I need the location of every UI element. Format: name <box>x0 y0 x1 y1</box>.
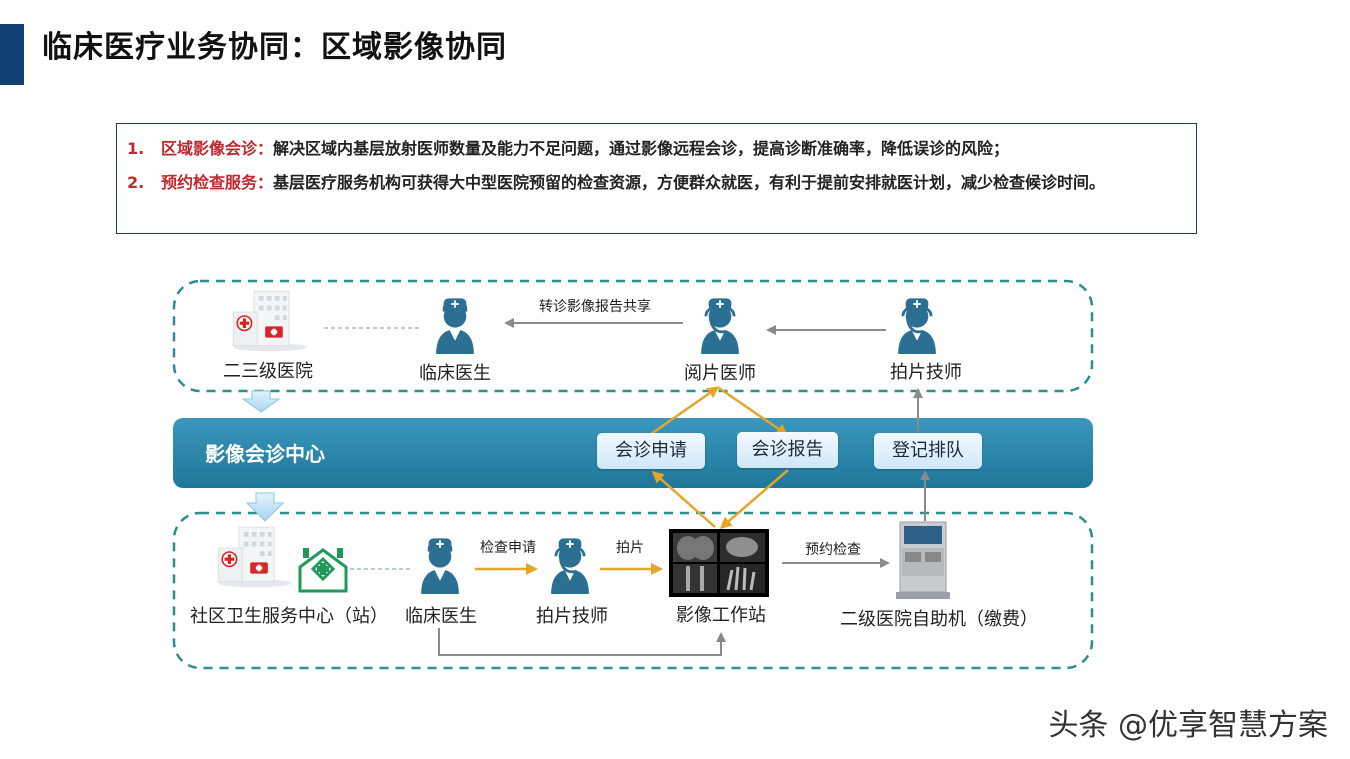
top-dashed-frame <box>172 279 1094 393</box>
report-to-workstation-arrow <box>719 469 789 529</box>
consultation-center-title: 影像会诊中心 <box>205 442 325 466</box>
imaging-workstation-icon <box>669 529 769 597</box>
request-to-reader-arrow <box>650 386 720 436</box>
workstation-to-request-arrow <box>651 471 716 528</box>
item-text: 基层医疗服务机构可获得大中型医院预留的检查资源，方便群众就医，有利于提前安排就医… <box>273 173 1106 192</box>
exam-request-label: 检查申请 <box>480 540 536 556</box>
community-center-icon <box>298 548 348 593</box>
item-text: 解决区域内基层放射医师数量及能力不足问题，通过影像远程会诊，提高诊断准确率，降低… <box>273 139 1010 158</box>
watermark: 头条 @优享智慧方案 <box>1048 708 1328 743</box>
reader-to-report-arrow <box>718 386 789 436</box>
item-number: 1. <box>127 139 145 158</box>
xray-label: 拍片 <box>616 540 644 556</box>
node-label-workstation: 影像工作站 <box>676 605 766 626</box>
kiosk-icon <box>896 521 950 599</box>
technician-icon <box>896 296 938 354</box>
summary-item-1: 1. 区域影像会诊：解决区域内基层放射医师数量及能力不足问题，通过影像远程会诊，… <box>127 132 1186 166</box>
hospital-icon <box>217 526 293 589</box>
node-label-clinical-doctor: 临床医生 <box>419 363 491 384</box>
summary-box: 1. 区域影像会诊：解决区域内基层放射医师数量及能力不足问题，通过影像远程会诊，… <box>116 123 1197 234</box>
technician-icon <box>549 536 591 594</box>
node-label-imaging-tech: 拍片技师 <box>890 362 962 383</box>
summary-item-2: 2. 预约检查服务：基层医疗服务机构可获得大中型医院预留的检查资源，方便群众就医… <box>127 166 1186 200</box>
down-arrow-icon <box>245 492 285 522</box>
item-body: 区域影像会诊：解决区域内基层放射医师数量及能力不足问题，通过影像远程会诊，提高诊… <box>161 132 1186 166</box>
node-label-reading-doctor: 阅片医师 <box>684 363 756 384</box>
register-queue-pill: 登记排队 <box>874 433 982 469</box>
bottom-dashed-frame <box>172 511 1094 670</box>
node-label-hospital: 二三级医院 <box>223 361 313 382</box>
item-term: 区域影像会诊： <box>161 139 274 158</box>
appointment-label: 预约检查 <box>805 542 861 558</box>
hospital-icon <box>232 290 308 352</box>
doctor-to-workstation-arrow <box>438 628 726 656</box>
title-accent-bar <box>0 24 24 85</box>
consult-request-pill: 会诊申请 <box>597 433 705 469</box>
node-label-community-center: 社区卫生服务中心（站） <box>190 606 388 627</box>
node-label-clinical-doctor: 临床医生 <box>405 606 477 627</box>
down-arrow-icon <box>241 390 281 413</box>
doctor-icon <box>436 298 474 354</box>
node-label-imaging-tech: 拍片技师 <box>536 606 608 627</box>
node-label-kiosk: 二级医院自助机（缴费） <box>840 609 1038 630</box>
reading-doctor-icon <box>699 296 741 354</box>
share-flow-label: 转诊影像报告共享 <box>539 299 651 315</box>
item-body: 预约检查服务：基层医疗服务机构可获得大中型医院预留的检查资源，方便群众就医，有利… <box>161 166 1186 200</box>
consult-report-pill: 会诊报告 <box>737 432 838 468</box>
item-number: 2. <box>127 173 145 192</box>
page-title: 临床医疗业务协同：区域影像协同 <box>42 30 507 65</box>
item-term: 预约检查服务： <box>161 173 274 192</box>
doctor-icon <box>421 538 459 594</box>
